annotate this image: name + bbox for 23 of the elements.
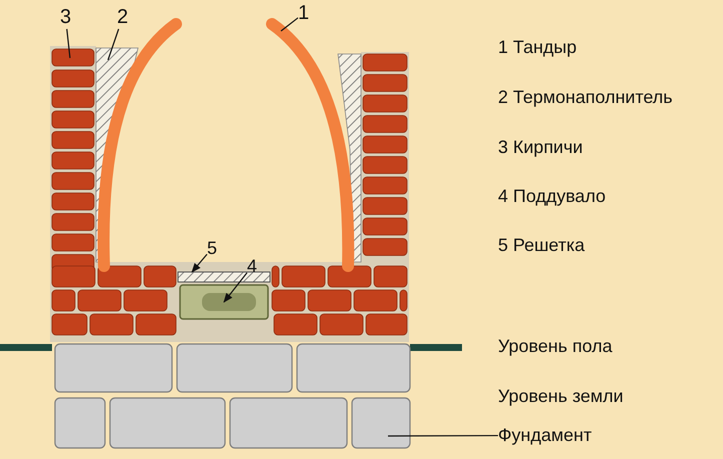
key-entry: 2 Термонаполнитель	[498, 87, 673, 108]
leader-line	[66, 28, 71, 58]
leader-line	[280, 17, 298, 32]
callout-number: 3	[60, 6, 72, 29]
grate	[178, 272, 270, 282]
key-entry: 5 Решетка	[498, 235, 585, 256]
level-label: Уровень пола	[498, 336, 612, 357]
leader-line	[191, 254, 208, 273]
callout-number: 2	[117, 6, 128, 29]
part-label: Фундамент	[498, 425, 592, 446]
foundation-block	[351, 397, 411, 449]
level-label: Уровень земли	[498, 386, 624, 407]
brick	[52, 48, 94, 66]
leader-line	[107, 28, 120, 60]
leader-line	[388, 434, 498, 437]
key-entry: 4 Поддувало	[498, 186, 606, 207]
callout-number: 4	[247, 256, 258, 277]
ash-pit-vent	[179, 284, 269, 320]
key-entry: 1 Тандыр	[498, 37, 577, 58]
callout-number: 5	[207, 238, 218, 259]
leader-line	[223, 272, 248, 303]
callout-number: 1	[298, 2, 310, 25]
key-entry: 3 Кирпичи	[498, 137, 583, 158]
